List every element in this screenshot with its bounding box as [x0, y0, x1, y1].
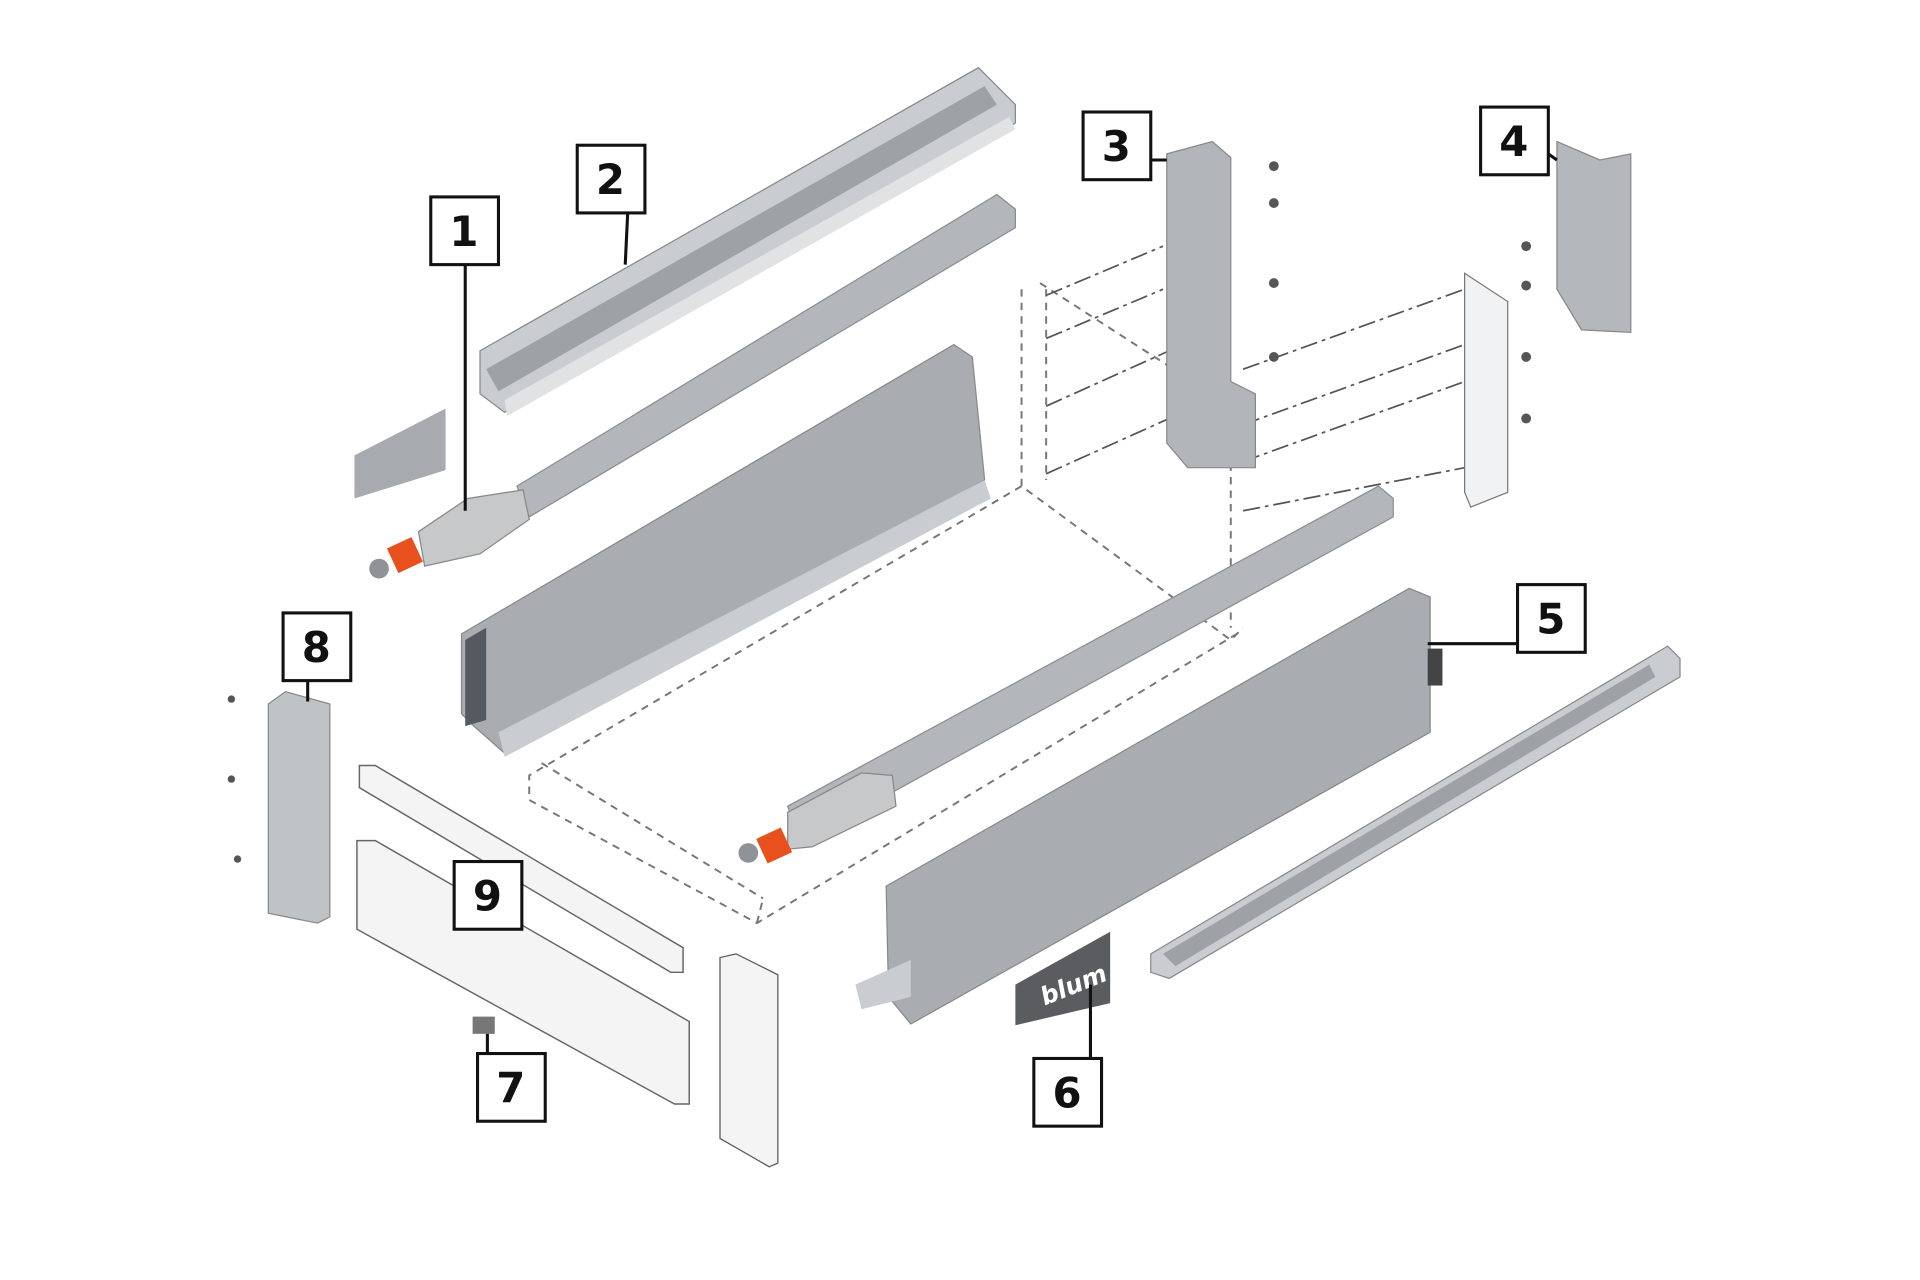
screws — [227, 161, 1532, 863]
drawer-side-left — [460, 343, 991, 757]
back-mounting-plate — [1464, 272, 1509, 508]
assembly-lines — [1045, 245, 1465, 512]
svg-text:6: 6 — [1053, 1068, 1082, 1117]
part-label-9: 9 — [452, 860, 524, 931]
stabiliser-rail-lower — [738, 485, 1394, 864]
stabiliser-rail-upper — [369, 193, 1016, 579]
clip — [472, 1016, 495, 1034]
part-label-5: 5 — [1516, 583, 1587, 654]
runner-left — [479, 66, 1016, 416]
front-panel-connector — [719, 953, 779, 1168]
part-label-4: 4 — [1479, 105, 1550, 177]
part-label-1: 1 — [429, 195, 500, 267]
svg-text:7: 7 — [496, 1063, 525, 1112]
svg-text:4: 4 — [1499, 117, 1528, 166]
svg-text:2: 2 — [596, 155, 625, 204]
svg-text:9: 9 — [473, 872, 502, 921]
part-label-8: 8 — [281, 611, 353, 683]
part-label-6: 6 — [1032, 1056, 1104, 1128]
svg-text:3: 3 — [1102, 122, 1131, 171]
cabinet-outline-dashed — [528, 282, 1244, 925]
runner-right — [1150, 645, 1681, 980]
drawer-side-right — [855, 587, 1443, 1025]
back-bracket-left — [1166, 140, 1256, 469]
part-label-3: 3 — [1081, 110, 1153, 182]
part-label-2: 2 — [575, 143, 647, 215]
svg-text:5: 5 — [1536, 595, 1565, 644]
svg-text:1: 1 — [449, 207, 478, 256]
end-cap-plate — [354, 408, 446, 499]
back-bracket-right — [1556, 140, 1632, 333]
part-label-7: 7 — [476, 1052, 547, 1123]
front-bracket — [267, 691, 331, 924]
blum-cover-cap: blum — [1015, 931, 1111, 1026]
svg-text:8: 8 — [302, 623, 331, 672]
